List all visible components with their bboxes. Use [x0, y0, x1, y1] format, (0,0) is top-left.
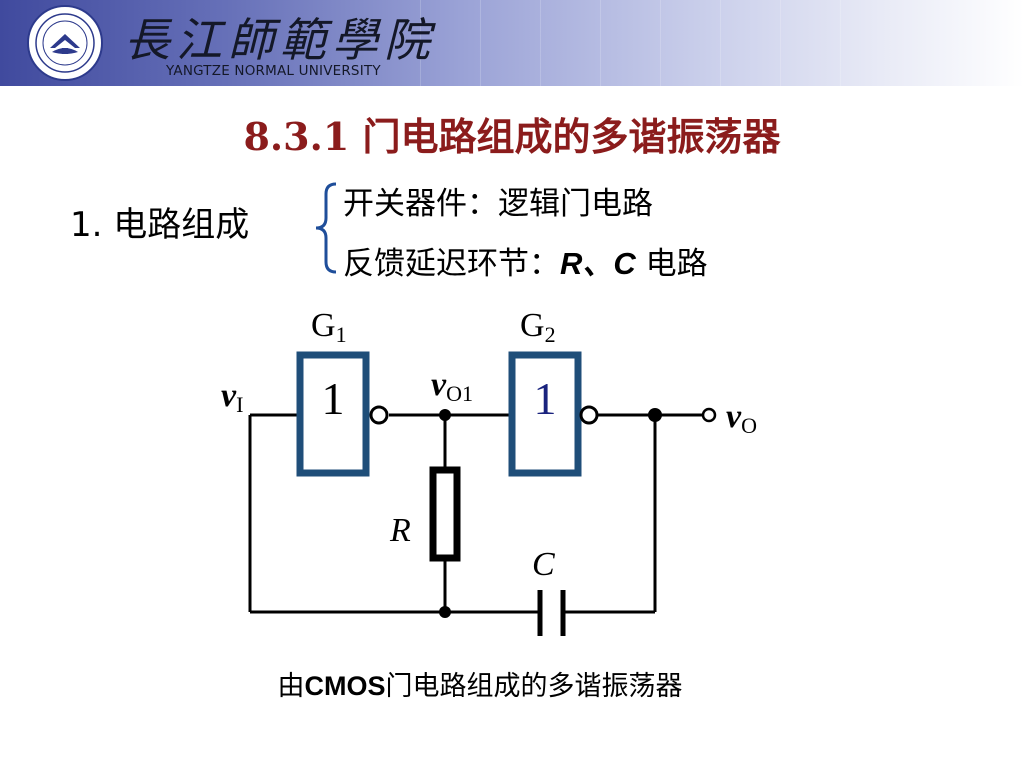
gate-g1-inverter-bubble — [369, 405, 389, 425]
gate-g2-inverter-bubble — [579, 405, 599, 425]
multivibrator-circuit-diagram: 1 1 G1 G2 vI vO1 vO R C — [221, 307, 757, 636]
gate-g1-symbol: 1 — [322, 373, 345, 424]
gate-g2 — [508, 351, 582, 477]
input-label: vI — [221, 377, 243, 417]
caption-prefix: 由 — [277, 671, 305, 702]
resistor-label: R — [389, 512, 411, 549]
gate-g1-label: G1 — [311, 307, 347, 347]
junction-dot-bottom — [439, 606, 451, 618]
header-banner: 長江師範學院 YANGTZE NORMAL UNIVERSITY — [0, 0, 1024, 86]
university-seal-logo — [27, 5, 103, 81]
junction-dot-mid — [439, 409, 451, 421]
gate-g2-label: G2 — [520, 307, 556, 347]
component-item-switch: 开关器件：逻辑门电路 — [343, 178, 653, 223]
university-name-cn: 長江師範學院 — [124, 13, 436, 67]
mid-node-label: vO1 — [431, 366, 473, 406]
junction-dot-output — [648, 408, 662, 422]
output-terminal — [701, 407, 717, 423]
brace-icon — [315, 182, 337, 274]
slide-title: 8.3.1 门电路组成的多谐振荡器 — [243, 114, 781, 159]
caption-cmos: CMOS — [304, 671, 386, 701]
component-item-feedback: 反馈延迟环节：R、C 电路 — [343, 238, 708, 283]
gate-g1 — [296, 351, 370, 477]
university-name-en: YANGTZE NORMAL UNIVERSITY — [166, 63, 381, 79]
caption-rest: 门电路组成的多谐振荡器 — [385, 671, 683, 702]
section-label: 1. 电路组成 — [70, 205, 250, 245]
component-item-switch-text: 开关器件：逻辑门电路 — [343, 186, 653, 222]
component-item-feedback-text: 反馈延迟环节： — [343, 246, 560, 282]
resistor-r — [429, 466, 461, 562]
output-label: vO — [726, 398, 757, 438]
figure-caption: 由CMOS门电路组成的多谐振荡器 — [0, 664, 960, 703]
component-item-rc: R、C — [560, 246, 636, 281]
gate-g2-symbol: 1 — [534, 373, 557, 424]
component-item-suffix: 电路 — [635, 246, 708, 282]
capacitor-label: C — [532, 546, 555, 583]
